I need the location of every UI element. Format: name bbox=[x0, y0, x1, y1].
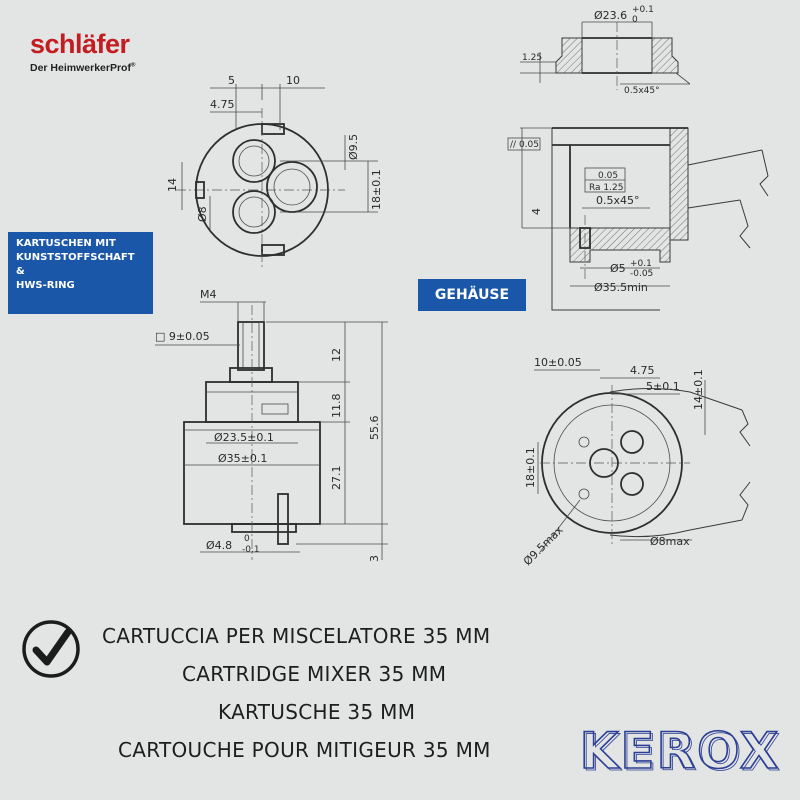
dim-htop-8: Ø8max bbox=[650, 535, 690, 548]
caption-german: KARTUSCHE 35 MM bbox=[218, 700, 416, 724]
badge-line-1: KARTUSCHEN MIT bbox=[16, 238, 116, 249]
tol-48-bot: -0.1 bbox=[242, 545, 260, 555]
kerox-logo: KEROX KEROX bbox=[579, 721, 783, 782]
dim-htop-18: 18±0.1 bbox=[524, 447, 537, 488]
check-circle-icon bbox=[22, 620, 80, 678]
dim-side-sq9: □ 9±0.05 bbox=[155, 330, 210, 343]
brand-name: schläfer bbox=[30, 29, 130, 59]
dim-side-35: Ø35±0.1 bbox=[218, 452, 267, 465]
tol-ring-top: +0.1 bbox=[632, 5, 654, 15]
dim-housing-4: 4 bbox=[530, 208, 543, 215]
housing-badge: GEHÄUSE bbox=[418, 279, 526, 311]
cartridge-side-view: M4 □ 9±0.05 12 11.8 55.6 27.1 3 Ø23.5±0.… bbox=[155, 288, 388, 562]
cartridge-type-badge: KARTUSCHEN MIT KUNSTSTOFFSCHAFT & HWS-RI… bbox=[8, 232, 153, 314]
dim-top-95: Ø9.5 bbox=[347, 134, 360, 160]
kerox-logo-text: KEROX bbox=[580, 722, 781, 780]
kerox-logo-shadow: KEROX bbox=[582, 724, 783, 782]
caption-italian: CARTUCCIA PER MISCELATORE 35 MM bbox=[102, 624, 491, 648]
tol-48-top: 0 bbox=[244, 534, 250, 544]
dim-housing-355: Ø35.5min bbox=[594, 281, 648, 294]
dim-top-18: 18±0.1 bbox=[370, 169, 383, 210]
tol-housing-5-bot: -0.05 bbox=[630, 269, 653, 279]
cartridge-top-view: 5 10 4.75 Ø9.5 18±0.1 14 Ø8 bbox=[166, 74, 383, 270]
housing-section: // 0.05 4 0.05 Ra 1.25 0.5x45° Ø5 +0.1 -… bbox=[507, 127, 769, 311]
dim-htop-5: 5±0.1 bbox=[646, 380, 680, 393]
technical-drawing: 5 10 4.75 Ø9.5 18±0.1 14 Ø8 bbox=[155, 5, 769, 568]
badge-line-2: KUNSTSTOFFSCHAFT bbox=[16, 252, 135, 263]
dim-htop-14: 14±0.1 bbox=[692, 369, 705, 410]
dim-housing-5: Ø5 bbox=[610, 262, 626, 275]
dim-side-118: 11.8 bbox=[330, 394, 343, 419]
dim-ring-chamfer: 0.5x45° bbox=[624, 86, 660, 96]
badge-line-4: HWS-RING bbox=[16, 280, 75, 291]
schlafer-logo: schläfer Der HeimwerkerProf® bbox=[30, 30, 165, 74]
dim-htop-95: Ø9.5max bbox=[521, 523, 566, 568]
dim-top-475: 4.75 bbox=[210, 98, 235, 111]
dim-ring-125: 1.25 bbox=[522, 53, 542, 63]
dim-side-12: 12 bbox=[330, 348, 343, 362]
dim-side-556: 55.6 bbox=[368, 416, 381, 441]
caption-french: CARTOUCHE POUR MITIGEUR 35 MM bbox=[118, 738, 491, 762]
dim-side-m4: M4 bbox=[200, 288, 217, 301]
dim-housing-chamfer: 0.5x45° bbox=[596, 194, 640, 207]
tol-ring-bot: 0 bbox=[632, 15, 638, 25]
tol-housing-5-top: +0.1 bbox=[630, 259, 652, 269]
dim-htop-10: 10±0.05 bbox=[534, 356, 582, 369]
dim-side-235: Ø23.5±0.1 bbox=[214, 431, 274, 444]
badge-line-3: & bbox=[16, 266, 25, 277]
dim-top-10: 10 bbox=[286, 74, 300, 87]
dim-htop-475: 4.75 bbox=[630, 364, 655, 377]
brand-tagline: Der HeimwerkerProf® bbox=[30, 62, 136, 74]
dim-housing-par: // 0.05 bbox=[510, 140, 539, 150]
housing-top-view: 10±0.05 4.75 5±0.1 14±0.1 18±0.1 Ø9.5max… bbox=[521, 356, 751, 568]
ring-section: Ø23.6 +0.1 0 1.25 0.5x45° bbox=[520, 5, 691, 96]
dim-side-48: Ø4.8 bbox=[206, 539, 232, 552]
dim-ring-236: Ø23.6 bbox=[594, 9, 627, 22]
dim-top-5: 5 bbox=[228, 74, 235, 87]
dim-side-3: 3 bbox=[368, 555, 381, 562]
dim-side-271: 27.1 bbox=[330, 466, 343, 491]
caption-english: CARTRIDGE MIXER 35 MM bbox=[182, 662, 447, 686]
dim-housing-ra: Ra 1.25 bbox=[589, 183, 623, 193]
dim-top-8: Ø8 bbox=[196, 206, 209, 222]
dim-top-14: 14 bbox=[166, 178, 179, 192]
dim-housing-flat: 0.05 bbox=[598, 171, 618, 181]
